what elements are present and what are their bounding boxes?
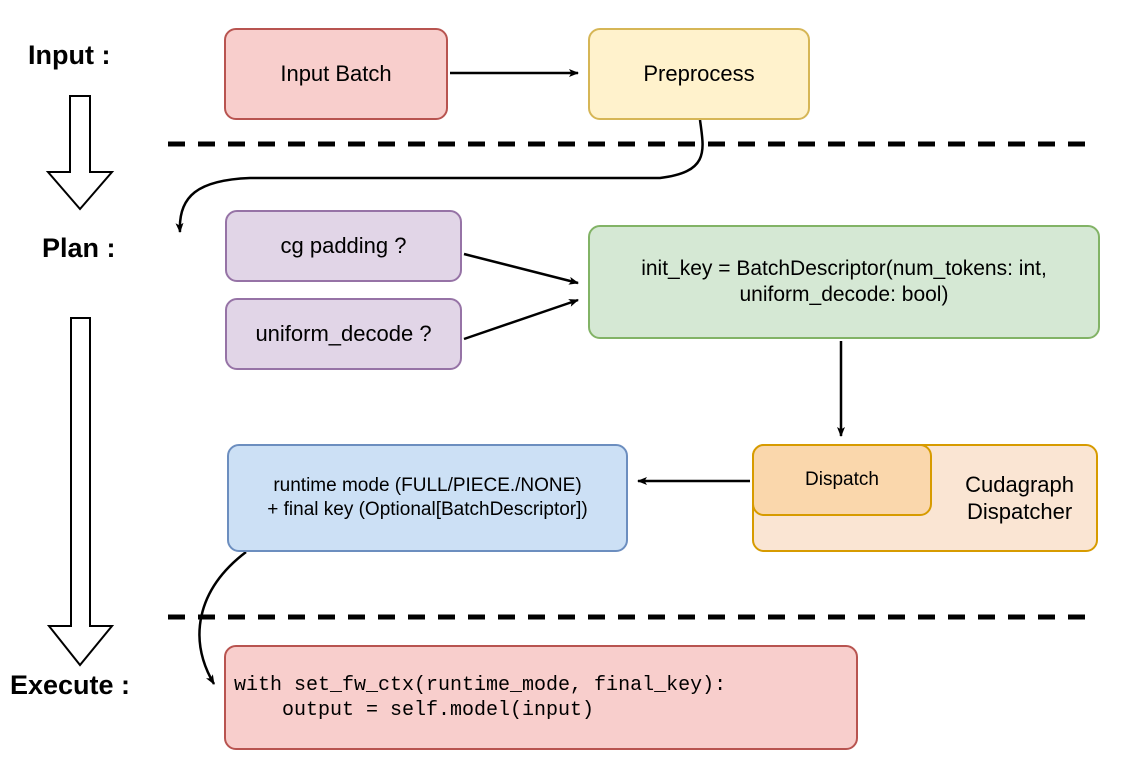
node-runtime-mode[interactable]: runtime mode (FULL/PIECE./NONE) + final …	[227, 444, 628, 552]
node-uniform-decode-label: uniform_decode ?	[255, 321, 432, 347]
node-preprocess[interactable]: Preprocess	[588, 28, 810, 120]
stage-arrow-plan-to-execute	[46, 317, 115, 667]
node-input-batch[interactable]: Input Batch	[224, 28, 448, 120]
node-uniform-decode[interactable]: uniform_decode ?	[225, 298, 462, 370]
node-code-block-label: with set_fw_ctx(runtime_mode, final_key)…	[234, 673, 727, 722]
node-cg-padding-label: cg padding ?	[280, 233, 407, 259]
stage-label-input: Input :	[28, 40, 111, 70]
node-runtime-mode-label: runtime mode (FULL/PIECE./NONE) + final …	[267, 475, 588, 520]
edge-cg-padding-to-init-key	[463, 252, 579, 285]
node-dispatch[interactable]: Dispatch	[752, 444, 932, 516]
node-preprocess-label: Preprocess	[643, 61, 755, 87]
stage-label-plan: Plan :	[42, 233, 116, 263]
node-code-block[interactable]: with set_fw_ctx(runtime_mode, final_key)…	[224, 645, 858, 750]
node-init-key[interactable]: init_key = BatchDescriptor(num_tokens: i…	[588, 225, 1100, 339]
edge-uniform-decode-to-init-key	[463, 298, 579, 341]
node-cudagraph-dispatcher-label: Cudagraph Dispatcher	[965, 471, 1074, 525]
node-init-key-label: init_key = BatchDescriptor(num_tokens: i…	[641, 256, 1047, 306]
node-cg-padding[interactable]: cg padding ?	[225, 210, 462, 282]
stage-label-execute: Execute :	[10, 670, 131, 700]
stage-arrow-input-to-plan	[45, 95, 115, 211]
node-dispatch-label: Dispatch	[805, 469, 879, 491]
node-input-batch-label: Input Batch	[280, 61, 392, 87]
